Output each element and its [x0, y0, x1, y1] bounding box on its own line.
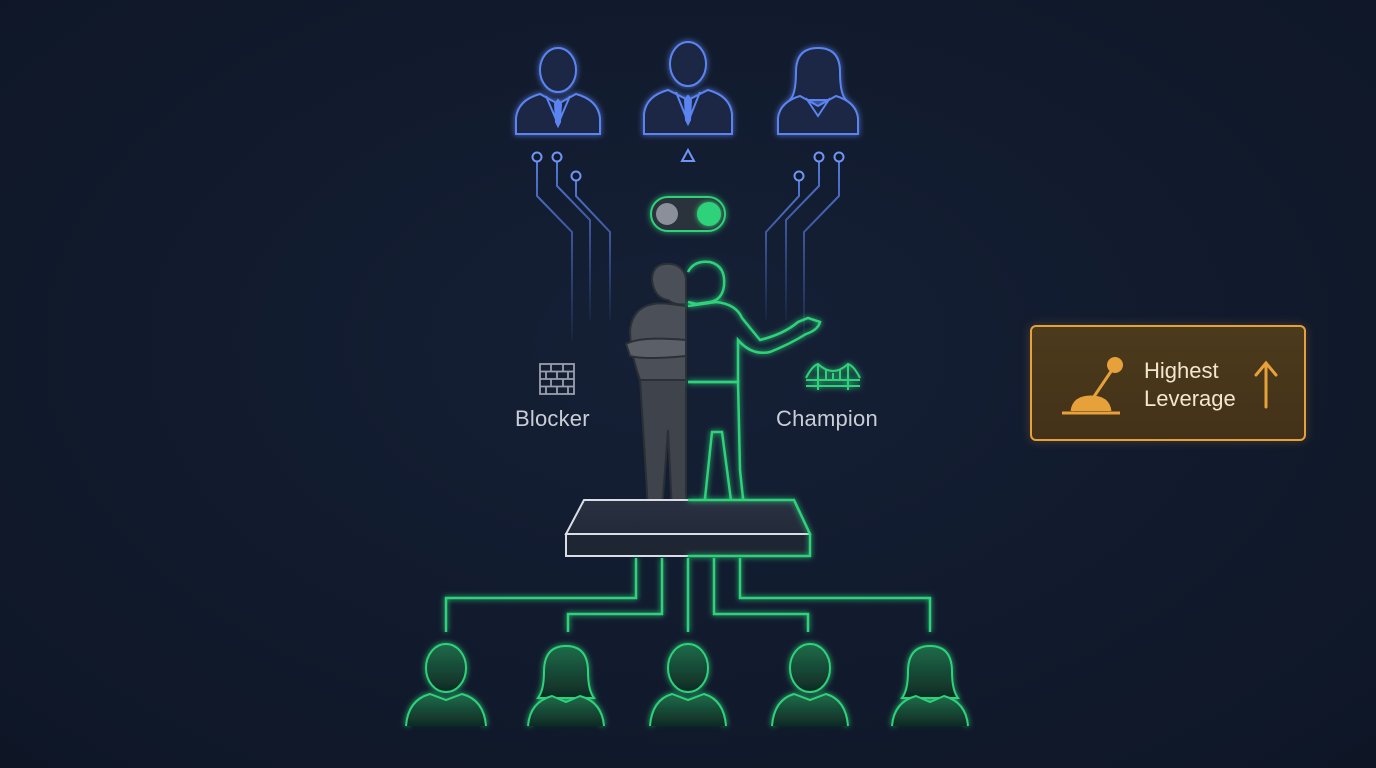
executive-right-icon	[777, 46, 859, 135]
team-member-5-icon	[891, 644, 969, 727]
bridge-icon	[805, 362, 861, 390]
left-wires	[536, 162, 611, 340]
team-member-2-icon	[527, 644, 605, 727]
toggle-switch-icon	[650, 196, 726, 232]
team-member-group	[405, 643, 969, 727]
arrow-up-icon	[680, 147, 696, 162]
blocker-label: Blocker	[515, 406, 590, 431]
executive-left-icon	[515, 47, 601, 135]
arrow-up-icon	[1254, 360, 1278, 409]
executive-center-icon	[643, 41, 733, 135]
team-wires	[444, 558, 932, 632]
right-wires	[765, 162, 840, 340]
card-line-2: Leverage	[1144, 386, 1236, 411]
executive-group	[515, 41, 859, 135]
highest-leverage-card: Highest Leverage	[1030, 325, 1306, 441]
team-member-3-icon	[649, 643, 727, 727]
right-wire-nodes	[793, 151, 845, 182]
champion-figure	[686, 260, 822, 522]
team-member-1-icon	[405, 643, 487, 727]
champion-label: Champion	[776, 406, 878, 431]
lever-icon	[1062, 357, 1278, 415]
left-wire-nodes	[531, 151, 582, 182]
card-line-1: Highest	[1144, 358, 1219, 383]
team-member-4-icon	[771, 643, 849, 727]
highest-leverage-text: Highest Leverage	[1144, 357, 1236, 413]
platform	[564, 498, 812, 558]
blocker-figure	[622, 262, 687, 524]
brick-wall-icon	[539, 363, 575, 395]
